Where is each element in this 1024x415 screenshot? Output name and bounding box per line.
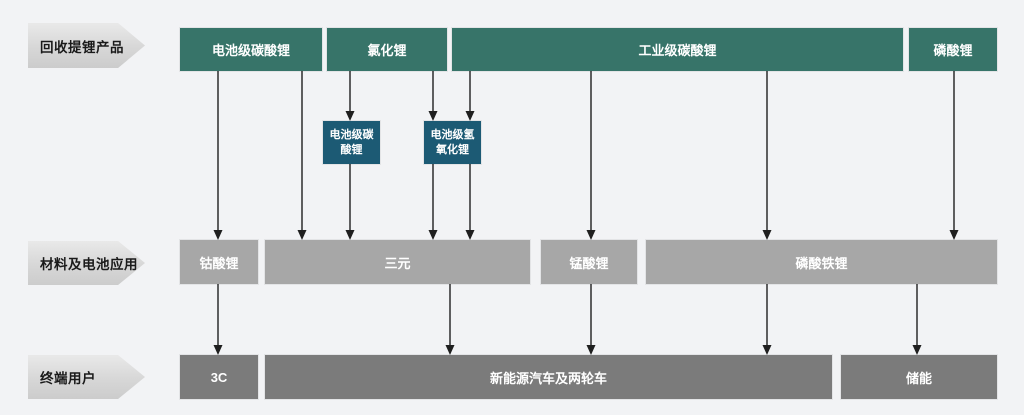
- node-label: 电池级碳酸锂: [329, 128, 374, 156]
- node-label: 电池级氢氧化锂: [430, 128, 475, 156]
- flow-arrow: [213, 284, 223, 355]
- node-ternary: 三元: [265, 240, 530, 284]
- node-new-energy-vehicles: 新能源汽车及两轮车: [265, 355, 832, 399]
- node-label: 工业级碳酸锂: [638, 43, 717, 58]
- node-lithium-phosphate: 磷酸锂: [909, 28, 997, 71]
- node-label: 磷酸铁锂: [795, 255, 848, 271]
- node-label: 3C: [210, 369, 228, 385]
- flow-arrow: [297, 71, 307, 240]
- stage-chevron-products: 回收提锂产品: [28, 23, 145, 68]
- stage-chevron-end-users: 终端用户: [28, 355, 145, 399]
- node-lithium-iron-phosphate: 磷酸铁锂: [646, 240, 997, 284]
- stage-label: 终端用户: [40, 371, 96, 386]
- flow-arrow: [465, 164, 475, 240]
- flow-arrow: [912, 284, 922, 355]
- node-intermediate-battery-grade-lithium-hydroxide: 电池级氢氧化锂: [424, 121, 481, 164]
- node-lithium-chloride: 氯化锂: [327, 28, 447, 71]
- node-lithium-manganate: 锰酸锂: [541, 240, 637, 284]
- stage-label: 材料及电池应用: [40, 257, 138, 272]
- stage-label: 回收提锂产品: [40, 39, 124, 55]
- node-label: 氯化锂: [367, 43, 407, 58]
- node-label: 三元: [384, 255, 411, 271]
- node-battery-grade-lithium-carbonate: 电池级碳酸锂: [180, 28, 322, 71]
- node-label: 锰酸锂: [569, 255, 609, 271]
- flow-arrow: [586, 284, 596, 355]
- node-label: 储能: [905, 370, 932, 386]
- flow-arrow: [345, 71, 355, 121]
- flow-arrow: [428, 71, 438, 121]
- flow-arrow: [213, 71, 223, 240]
- stage-chevron-applications: 材料及电池应用: [28, 241, 145, 285]
- node-intermediate-battery-grade-lithium-carbonate: 电池级碳酸锂: [323, 121, 380, 164]
- flow-arrow: [586, 71, 596, 240]
- node-industrial-grade-lithium-carbonate: 工业级碳酸锂: [452, 28, 903, 71]
- flow-arrow: [428, 164, 438, 240]
- flow-arrow: [762, 284, 772, 355]
- node-label: 磷酸锂: [933, 43, 973, 58]
- node-3c: 3C: [180, 355, 258, 399]
- node-energy-storage: 储能: [841, 355, 997, 399]
- flow-arrow: [345, 164, 355, 240]
- flow-arrow: [465, 71, 475, 121]
- node-label: 钴酸锂: [199, 255, 239, 271]
- node-label: 电池级碳酸锂: [211, 43, 290, 58]
- flow-arrow: [445, 284, 455, 355]
- flow-arrow: [762, 71, 772, 240]
- node-lithium-cobalt-oxide: 钴酸锂: [180, 240, 258, 284]
- node-label: 新能源汽车及两轮车: [489, 370, 607, 386]
- flow-arrow: [949, 71, 959, 240]
